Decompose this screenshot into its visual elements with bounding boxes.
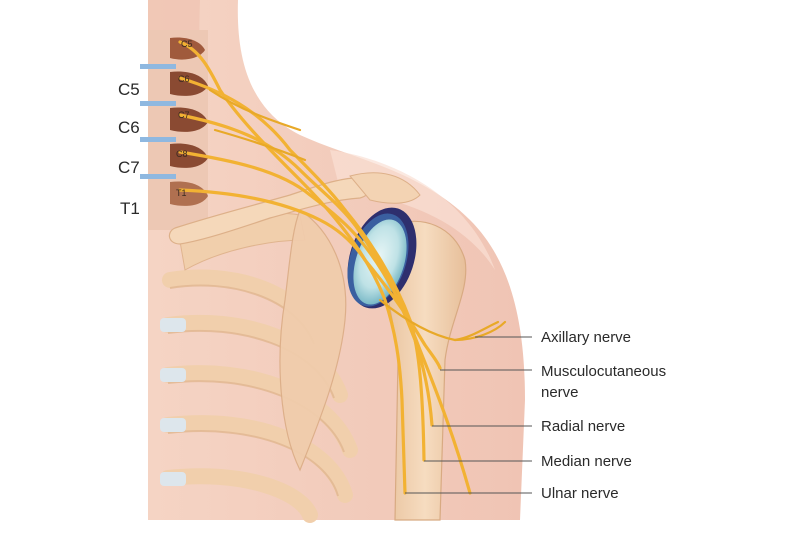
root-label-c6: C6 xyxy=(178,74,190,84)
clavicle xyxy=(168,177,372,245)
vertebral-column xyxy=(140,30,208,230)
nerve-label-ulnar: Ulnar nerve xyxy=(541,485,619,502)
disc xyxy=(140,101,176,106)
disc xyxy=(140,174,176,179)
scapula xyxy=(279,209,347,472)
root-label-c7: C7 xyxy=(178,110,190,120)
vertebra-t1 xyxy=(170,181,208,206)
nerve-bundle xyxy=(178,40,507,495)
nerve-label-axillary: Axillary nerve xyxy=(541,329,631,346)
nerve-label-musculocutaneous-line2: nerve xyxy=(541,384,579,401)
level-label-c7: C7 xyxy=(118,158,140,177)
leader-lines xyxy=(405,336,532,494)
root-label-c8: C8 xyxy=(176,149,188,159)
disc xyxy=(140,137,176,142)
nerve-label-radial: Radial nerve xyxy=(541,418,625,435)
nerve-label-median: Median nerve xyxy=(541,453,632,470)
nerve-label-musculocutaneous: Musculocutaneous xyxy=(541,363,666,380)
root-label-t1: T1 xyxy=(176,188,187,198)
root-label-c5: C5 xyxy=(181,39,193,49)
level-label-c5: C5 xyxy=(118,80,140,99)
disc xyxy=(140,64,176,69)
vertebra-c8 xyxy=(170,143,208,168)
root-labels: C5 C6 C7 C8 T1 xyxy=(176,39,193,198)
spinal-level-labels: C5 C6 C7 T1 xyxy=(118,80,140,218)
level-label-t1: T1 xyxy=(120,199,140,218)
level-label-c6: C6 xyxy=(118,118,140,137)
nerve-labels: Axillary nerve Musculocutaneous nerve Ra… xyxy=(541,329,666,502)
